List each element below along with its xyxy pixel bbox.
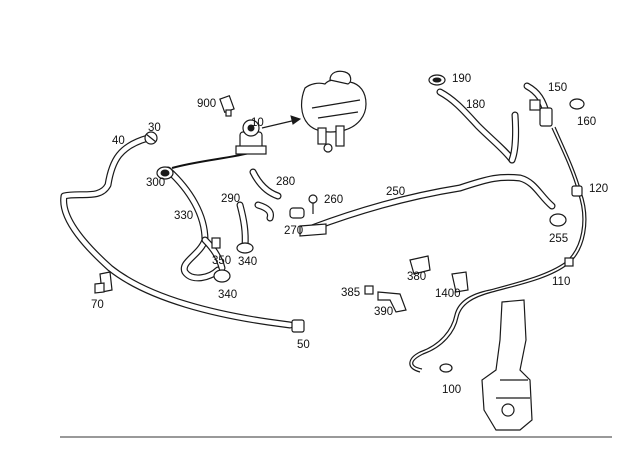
sensor-900 bbox=[219, 94, 235, 117]
clamp-340b bbox=[213, 269, 231, 283]
label-340-upper: 340 bbox=[238, 256, 257, 268]
expansion-tank bbox=[301, 70, 367, 153]
label-250: 250 bbox=[386, 186, 405, 198]
hose-40 bbox=[60, 134, 294, 329]
label-290: 290 bbox=[221, 193, 240, 205]
label-340-lower: 340 bbox=[218, 289, 237, 301]
label-50: 50 bbox=[297, 339, 310, 351]
hose-110 bbox=[409, 126, 587, 373]
label-120: 120 bbox=[589, 183, 608, 195]
label-110: 110 bbox=[552, 276, 570, 288]
label-10: 10 bbox=[251, 117, 264, 129]
label-330: 330 bbox=[174, 210, 193, 222]
clamp-190 bbox=[428, 74, 446, 86]
hose-250 bbox=[308, 173, 556, 232]
label-150: 150 bbox=[548, 82, 567, 94]
clamp-120 bbox=[571, 185, 583, 197]
clamp-30 bbox=[144, 131, 158, 145]
label-255: 255 bbox=[549, 233, 568, 245]
label-1400: 1400 bbox=[435, 288, 461, 300]
hose-330 bbox=[164, 166, 222, 282]
label-40: 40 bbox=[112, 135, 125, 147]
bolt-260 bbox=[308, 194, 318, 214]
label-180: 180 bbox=[466, 99, 485, 111]
label-280: 280 bbox=[276, 176, 295, 188]
hose-280 bbox=[249, 168, 282, 200]
label-350: 350 bbox=[212, 255, 231, 267]
hose-180 bbox=[436, 88, 520, 164]
label-260: 260 bbox=[324, 194, 343, 206]
clamp-300 bbox=[156, 166, 174, 180]
label-30: 30 bbox=[148, 122, 161, 134]
hose-350 bbox=[201, 236, 226, 272]
label-100: 100 bbox=[442, 384, 461, 396]
label-900: 900 bbox=[197, 98, 216, 110]
clamp-270 bbox=[289, 207, 327, 237]
label-300: 300 bbox=[146, 177, 165, 189]
flow-arrow bbox=[261, 115, 302, 129]
electric-pump bbox=[235, 119, 267, 155]
label-190: 190 bbox=[452, 73, 471, 85]
label-380: 380 bbox=[407, 271, 426, 283]
connector-150 bbox=[529, 99, 553, 127]
clamp-50 bbox=[291, 319, 305, 333]
clip-110 bbox=[564, 257, 574, 267]
clamp-160 bbox=[569, 98, 585, 110]
label-390: 390 bbox=[374, 306, 393, 318]
label-385: 385 bbox=[341, 287, 360, 299]
hose-290 bbox=[236, 201, 274, 250]
label-70: 70 bbox=[91, 299, 104, 311]
clamp-340a bbox=[236, 242, 254, 254]
bracket-1400 bbox=[451, 271, 469, 293]
bracket-385 bbox=[364, 285, 374, 295]
clip-350 bbox=[211, 237, 221, 249]
reservoir bbox=[439, 299, 533, 431]
label-270: 270 bbox=[284, 225, 303, 237]
bracket-380 bbox=[409, 255, 431, 275]
bracket-70 bbox=[94, 271, 113, 294]
bracket-390 bbox=[377, 291, 407, 313]
label-160: 160 bbox=[577, 116, 596, 128]
clamp-255 bbox=[549, 213, 567, 227]
